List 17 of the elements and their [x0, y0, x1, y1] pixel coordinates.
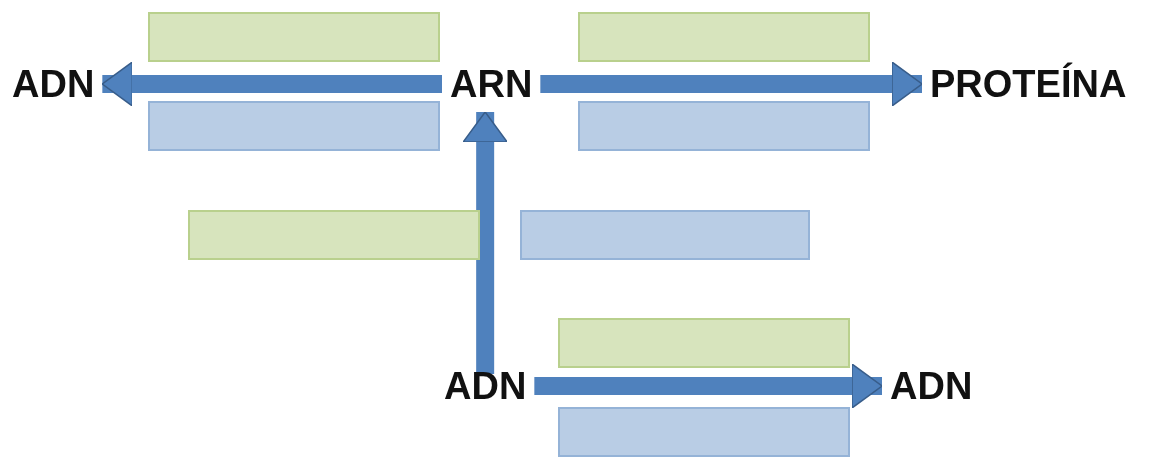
answer-box: [520, 210, 810, 260]
node-label: PROTEÍNA: [930, 64, 1127, 104]
node-label: ADN: [890, 366, 973, 406]
answer-box: [148, 101, 440, 151]
answer-box: [578, 101, 870, 151]
arrow: [534, 363, 883, 409]
arrow: [462, 111, 508, 374]
answer-box: [558, 407, 850, 457]
arrow: [101, 61, 442, 107]
node-label: ADN: [12, 64, 95, 104]
node-label: ARN: [450, 64, 533, 104]
answer-box: [558, 318, 850, 368]
arrow: [540, 61, 923, 107]
answer-box: [148, 12, 440, 62]
answer-box: [578, 12, 870, 62]
answer-box: [188, 210, 480, 260]
node-label: ADN: [444, 366, 527, 406]
